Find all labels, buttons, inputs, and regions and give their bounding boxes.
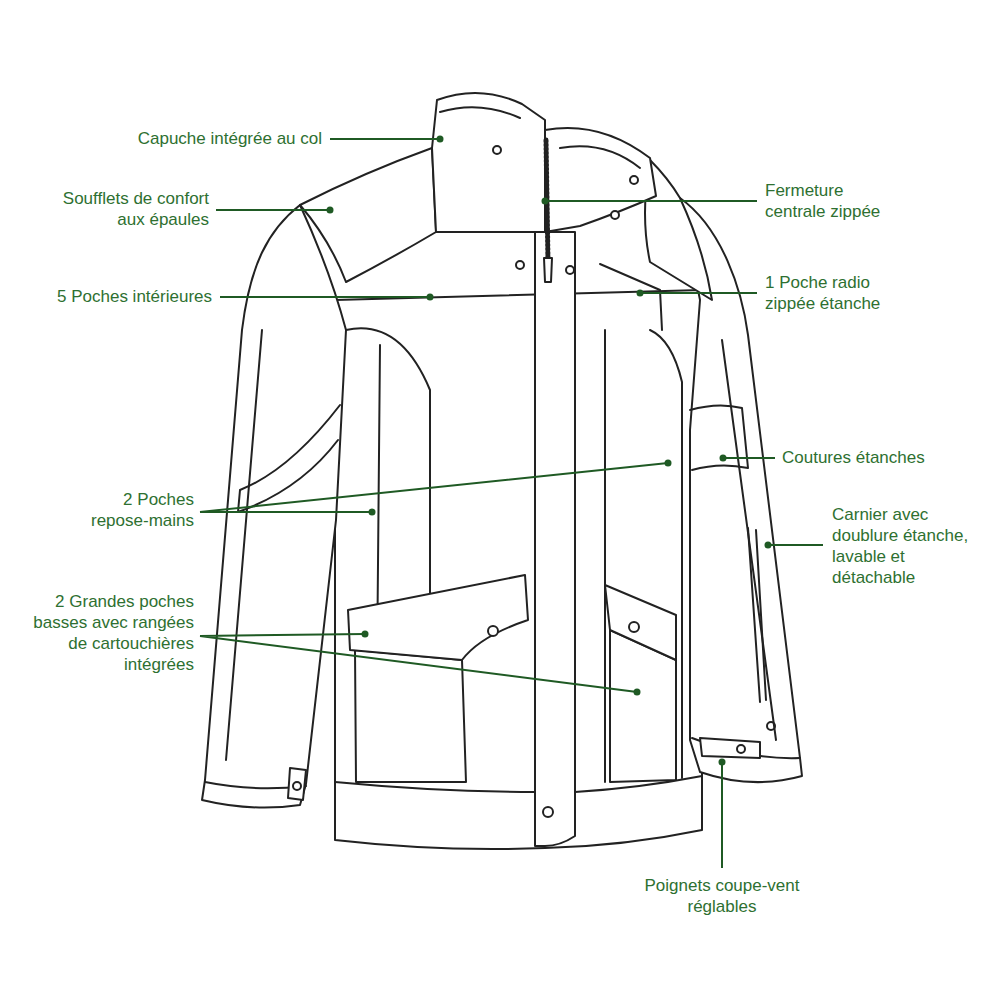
left-elbow-panel	[238, 405, 340, 512]
leader-dot	[765, 542, 772, 549]
leader-line	[200, 634, 637, 692]
snap-button	[543, 807, 553, 817]
leader-line	[330, 138, 440, 140]
snap-button	[629, 622, 639, 632]
leader-dot	[427, 294, 434, 301]
callout-label: 1 Poche radio zippée étanche	[765, 272, 900, 314]
zipper-pull	[544, 258, 552, 282]
leader-dot	[369, 509, 376, 516]
leader-line	[216, 209, 330, 211]
right-cuff-tab	[700, 738, 760, 758]
leader-dot	[327, 207, 334, 214]
callout-label: Capuche intégrée au col	[138, 128, 322, 149]
right-cuff	[692, 738, 800, 758]
left-cuff-tab	[288, 768, 306, 800]
leader-dot	[720, 455, 727, 462]
right-yoke	[645, 160, 712, 300]
leader-dot	[437, 136, 444, 143]
snap-button	[566, 266, 574, 274]
callout-label: Fermeture centrale zippée	[765, 180, 905, 222]
snap-button	[516, 261, 524, 269]
collar-inner	[440, 107, 640, 168]
callout-label: 5 Poches intérieures	[57, 286, 212, 307]
snap-button	[611, 211, 619, 219]
left-pocket	[355, 650, 466, 782]
leader-line	[640, 292, 757, 294]
leader-dot	[634, 689, 641, 696]
right-front-panel	[605, 330, 682, 782]
left-sleeve	[202, 205, 346, 808]
leader-line	[721, 762, 723, 868]
callout-label: 2 Grandes poches basses avec rangées de …	[22, 591, 194, 675]
leader-dot	[665, 460, 672, 467]
callout-label: Coutures étanches	[782, 447, 925, 468]
leader-dot	[362, 631, 369, 638]
snap-button	[293, 782, 301, 790]
radio-pocket	[600, 264, 662, 330]
callout-label: Carnier avec doublure étanche, lavable e…	[832, 504, 984, 588]
leader-line	[545, 200, 757, 202]
callout-label: Poignets coupe-vent réglables	[622, 875, 822, 917]
leader-line	[200, 463, 668, 512]
left-sleeve-seam	[226, 330, 262, 760]
snap-button	[737, 745, 745, 753]
callout-label: Soufflets de confort aux épaules	[44, 188, 209, 230]
leader-dots	[327, 136, 772, 766]
leader-lines	[200, 139, 823, 868]
collar-left	[432, 93, 545, 232]
storm-flap	[535, 232, 575, 846]
left-pocket-flap	[348, 575, 528, 660]
right-sleeve-seam	[722, 340, 776, 740]
jacket-drawing	[202, 93, 802, 849]
hem-band	[335, 776, 702, 792]
right-elbow-panel	[690, 405, 748, 470]
snap-button	[493, 146, 501, 154]
leader-dot	[637, 290, 644, 297]
leader-dot	[719, 759, 726, 766]
snap-button	[630, 176, 638, 184]
leader-line	[220, 296, 430, 298]
collar-right	[545, 128, 656, 232]
left-yoke	[300, 148, 436, 282]
snap-button	[488, 626, 498, 636]
leader-line	[723, 457, 775, 459]
jacket-body	[335, 290, 702, 849]
leader-line	[768, 544, 823, 546]
leader-dot	[542, 198, 549, 205]
right-pocket-flap	[605, 585, 676, 660]
callout-label: 2 Poches repose-mains	[69, 489, 194, 531]
